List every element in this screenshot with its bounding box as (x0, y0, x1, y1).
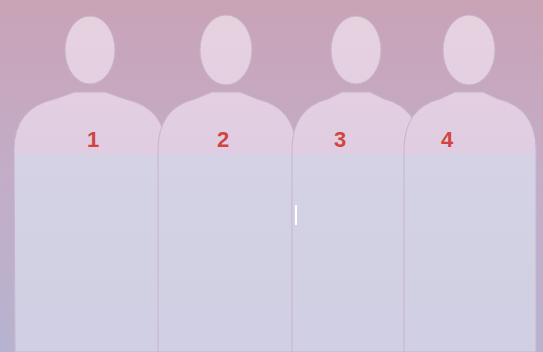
tick-mark (295, 205, 297, 225)
callout-number: 3 (334, 129, 346, 151)
silhouettes (14, 15, 536, 352)
callout-number: 4 (441, 129, 453, 151)
callout-number: 2 (217, 129, 229, 151)
callout-number: 1 (87, 129, 99, 151)
